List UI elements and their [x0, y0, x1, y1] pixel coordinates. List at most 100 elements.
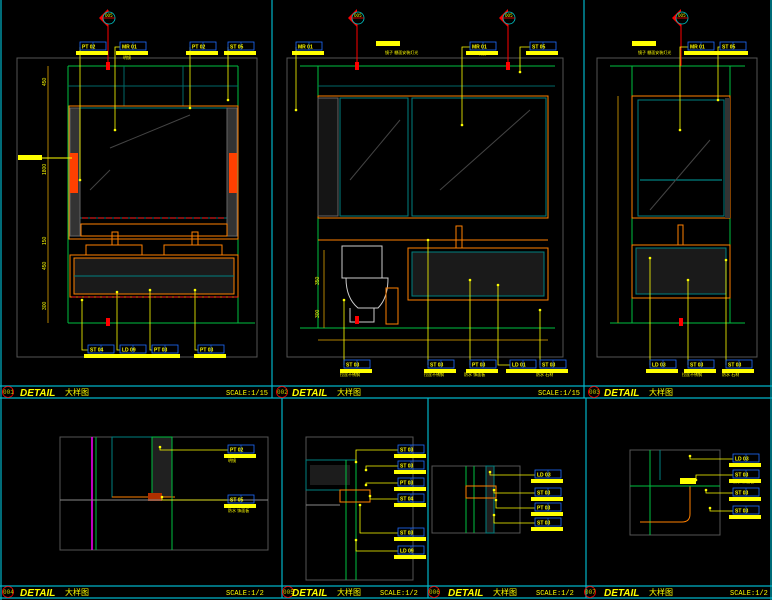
tag-code: PT 03 — [472, 363, 486, 369]
marker-ref: 005 — [678, 13, 686, 18]
blank-tag-bar — [376, 41, 400, 46]
tag-underline — [76, 51, 108, 55]
section-marker: 005 — [672, 9, 689, 27]
leader-dot — [354, 460, 358, 464]
leader-line — [369, 496, 398, 500]
leader-dot — [358, 503, 362, 507]
leader-line — [493, 490, 535, 494]
panel-scale: SCALE:1/15 — [226, 390, 268, 398]
annotation-note: 明镜 — [228, 457, 236, 463]
leader-dot — [468, 278, 472, 282]
tag-code: ST 03 — [728, 363, 742, 369]
section-marker: 005 — [499, 9, 516, 27]
material-tag: ST 05 — [224, 41, 256, 102]
leader-line — [116, 292, 120, 351]
annotation-note: 拉丝不锈钢 — [424, 371, 444, 377]
leader-line — [717, 46, 720, 100]
material-tag: LD 01 — [496, 283, 538, 373]
panel-subtitle: 大样图 — [337, 387, 361, 397]
leader-line — [149, 290, 152, 351]
detail-004-drawing — [59, 436, 269, 551]
leader-dot — [708, 506, 712, 510]
leader-dot — [113, 128, 117, 132]
annotation-note: 拉丝不锈钢 — [682, 371, 702, 377]
leader-dot — [460, 123, 464, 127]
leader-line — [695, 474, 733, 480]
tag-code: ST 05 — [230, 498, 244, 504]
material-tag: ST 03 — [492, 513, 563, 531]
tag-code: PT 02 — [230, 448, 244, 454]
tag-underline — [526, 51, 558, 55]
dimension-label: 1800 — [42, 164, 48, 175]
panel-number-circle-icon — [276, 386, 288, 398]
material-tag: MR 01 — [678, 41, 716, 132]
panel-subtitle: 大样图 — [65, 587, 89, 597]
tag-code: MR 01 — [690, 45, 705, 51]
panel-number: 005 — [283, 589, 294, 596]
elevation-003-drawing — [596, 12, 758, 358]
tag-code: ST 05 — [532, 45, 546, 51]
tag-underline — [424, 369, 456, 373]
panel-scale: SCALE:1/2 — [226, 590, 264, 598]
panel-title: DETAIL — [448, 588, 483, 599]
material-tag: ST 03 — [708, 505, 761, 519]
leader-dot — [158, 445, 162, 449]
tag-underline — [394, 537, 426, 541]
material-tag: ST 03 — [424, 238, 456, 373]
tag-underline — [684, 369, 716, 373]
annotation-notes: 明镜镜子 棚面安装灯光明镜拉丝不锈钢拉丝不锈钢防水 饰面板防水 石材镜子 棚面安… — [18, 41, 754, 513]
leader-line — [689, 456, 733, 460]
leader-line — [81, 300, 88, 351]
tag-underline — [224, 51, 256, 55]
panel-scale: SCALE:1/2 — [536, 590, 574, 598]
material-tag: ST 03 — [684, 278, 716, 373]
leader-line — [495, 500, 535, 509]
leader-line — [489, 472, 535, 476]
dimension-label: 300 — [42, 301, 48, 310]
leader-dot — [368, 494, 372, 498]
marker-ref: 005 — [105, 13, 113, 18]
panel-number: 002 — [277, 389, 288, 396]
tag-code: LD 03 — [537, 473, 551, 479]
panel-number: 006 — [429, 589, 440, 596]
leader-line — [709, 508, 733, 512]
elevation-002-drawing — [286, 12, 564, 358]
material-tag: ST 05 — [160, 494, 256, 508]
leader-dot — [688, 454, 692, 458]
leader-dot — [686, 278, 690, 282]
panel-subtitle: 大样图 — [493, 587, 517, 597]
panel-subtitle: 大样图 — [65, 387, 89, 397]
panel-title: DETAIL — [20, 388, 55, 399]
section-marker: 005 — [348, 9, 365, 27]
section-marker: 005 — [99, 9, 116, 27]
leader-dot — [294, 108, 298, 112]
leader-dot — [354, 538, 358, 542]
material-tag: ST 03 — [492, 487, 563, 501]
material-tag: ST 05 — [518, 41, 558, 74]
tag-code: LD 03 — [652, 363, 666, 369]
material-tag: PT 03 — [148, 288, 180, 358]
material-tag: ST 03 — [536, 308, 568, 373]
material-tag: LD 03 — [488, 469, 563, 483]
tag-code: ST 04 — [400, 497, 414, 503]
leader-dot — [115, 290, 119, 294]
tag-code: PT 03 — [537, 506, 551, 512]
leader-dot — [518, 70, 522, 74]
tag-code: PT 02 — [192, 45, 206, 51]
annotation-note: 防水 饰面板 — [464, 371, 485, 377]
leader-dot — [364, 468, 368, 472]
marker-ref: 005 — [354, 13, 362, 18]
panel-title-bar: 006 DETAIL 大样图 SCALE:1/2 — [428, 586, 574, 599]
annotation-note: 防水 石材 — [536, 371, 553, 377]
dimension-label: 450 — [42, 261, 48, 270]
leader-dot — [494, 498, 498, 502]
leader-dot — [160, 495, 164, 499]
material-tag: PT 03 — [364, 477, 426, 491]
leader-dot — [724, 258, 728, 262]
panel-number-circle-icon — [584, 586, 596, 598]
toilet-height-dim: 350 — [315, 276, 321, 285]
